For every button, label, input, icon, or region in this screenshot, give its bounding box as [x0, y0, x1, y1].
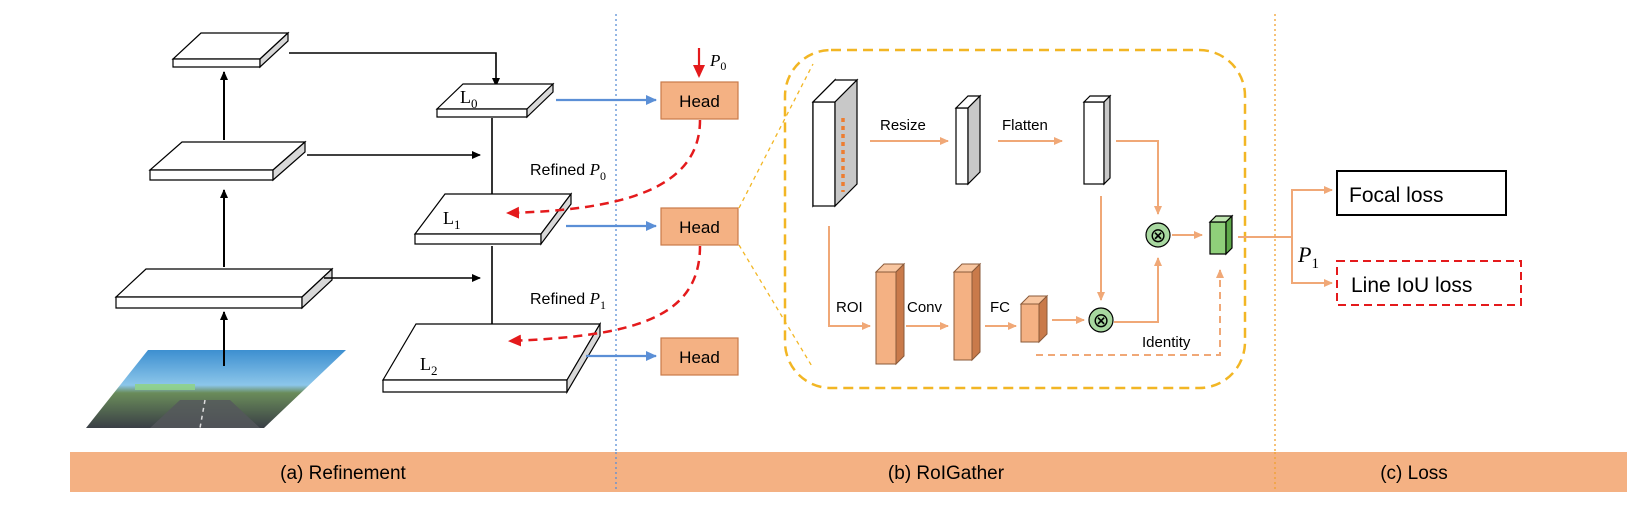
output-feature-block [1208, 214, 1234, 256]
label-flatten: Flatten [1002, 117, 1048, 134]
label-p0: P0 [709, 51, 726, 73]
conv-feature-block [952, 262, 982, 362]
roi-feature-block [874, 262, 906, 366]
arrow-b3-to-l0 [289, 52, 500, 87]
section-band [70, 452, 1627, 492]
zoom-line-bottom [738, 244, 814, 369]
arrow-to-focal [1238, 186, 1333, 238]
label-resize: Resize [880, 117, 926, 134]
backbone-layer-2 [148, 140, 307, 182]
multiply-node-bottom: ⊗ [1088, 307, 1114, 333]
fpn-level-l2 [381, 321, 602, 395]
svg-text:Focal loss: Focal loss [1349, 184, 1444, 207]
head-1: Head [660, 207, 739, 246]
label-refined-p0: Refined P0 [530, 160, 606, 183]
roigather-module [783, 48, 1247, 390]
backbone-layer-3 [171, 31, 290, 69]
svg-text:Line IoU loss: Line IoU loss [1351, 274, 1472, 297]
label-refined-p1: Refined P1 [530, 289, 606, 312]
label-l1: L1 [443, 208, 461, 232]
arrow-identity [1036, 269, 1224, 356]
multiply-node-top: ⊗ [1145, 222, 1171, 248]
label-conv: Conv [907, 299, 943, 316]
fc-block [1019, 294, 1049, 344]
label-identity: Identity [1142, 334, 1191, 351]
fpn-level-l1 [413, 192, 573, 246]
svg-text:Head: Head [679, 348, 720, 367]
fpn-level-l0 [435, 82, 555, 119]
section-label-b: (b) RoIGather [888, 463, 1005, 484]
arrow-to-lineiou [1291, 237, 1333, 287]
label-l0: L0 [460, 87, 478, 111]
label-p1: P1 [1297, 242, 1319, 272]
resized-block [954, 94, 982, 186]
section-label-c: (c) Loss [1380, 463, 1448, 484]
backbone-layer-1 [114, 267, 334, 310]
svg-text:⊗: ⊗ [1150, 225, 1167, 247]
head-0: Head [660, 81, 739, 120]
flattened-vector [1082, 94, 1112, 186]
arrow-roi [828, 226, 871, 330]
line-iou-loss-box: Line IoU loss [1336, 260, 1522, 306]
label-l2: L2 [420, 354, 438, 378]
svg-text:Head: Head [679, 218, 720, 237]
arrow-flat-to-mul-top [1116, 140, 1162, 215]
label-fc: FC [990, 299, 1010, 316]
arrow-refined-p0 [506, 119, 702, 219]
focal-loss-box: Focal loss [1336, 170, 1507, 216]
head-2: Head [660, 337, 739, 376]
zoom-line-top [738, 63, 814, 209]
input-road-image [86, 350, 346, 429]
svg-text:Head: Head [679, 92, 720, 111]
label-roi: ROI [836, 299, 863, 316]
arrow-refined-p1 [508, 245, 702, 347]
svg-text:⊗: ⊗ [1093, 310, 1110, 332]
section-label-a: (a) Refinement [280, 463, 406, 484]
arrow-mul-bottom-to-top [1114, 257, 1162, 323]
feature-map-block [811, 78, 859, 208]
